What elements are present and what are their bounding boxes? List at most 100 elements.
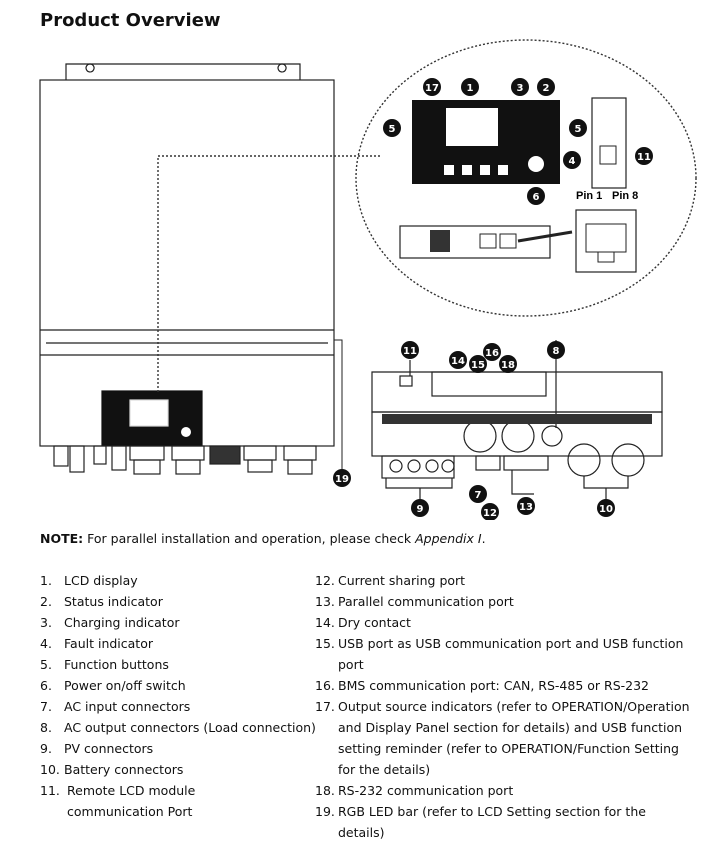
list-item-number: 6. bbox=[40, 678, 52, 693]
list-item-text: RGB LED bar (refer to LCD Setting sectio… bbox=[338, 804, 646, 840]
zoom-ellipse bbox=[355, 39, 697, 317]
control-panel-zoomed bbox=[399, 97, 637, 273]
list-item-text: Charging indicator bbox=[64, 615, 180, 630]
svg-text:17: 17 bbox=[425, 83, 439, 94]
bottom-view bbox=[371, 340, 663, 500]
page-title: Product Overview bbox=[40, 10, 221, 31]
svg-text:7: 7 bbox=[475, 490, 482, 501]
list-item-number: 15. bbox=[315, 636, 335, 651]
list-item-text: LCD display bbox=[64, 573, 138, 588]
callout-4: 4 bbox=[563, 151, 581, 169]
list-item-number: 14. bbox=[315, 615, 335, 630]
svg-text:9: 9 bbox=[417, 504, 424, 515]
note-end: . bbox=[481, 531, 486, 546]
note: NOTE: For parallel installation and oper… bbox=[40, 531, 486, 546]
list-item-text: PV connectors bbox=[64, 741, 154, 756]
list-item-text: Current sharing port bbox=[338, 573, 466, 588]
callout-7: 7 bbox=[469, 485, 487, 503]
list-item-number: 9. bbox=[40, 741, 52, 756]
list-item: 12.Current sharing port bbox=[315, 570, 695, 591]
callout-15: 15 bbox=[469, 355, 487, 373]
list-item-text: Power on/off switch bbox=[64, 678, 186, 693]
list-item: 6. Power on/off switch bbox=[40, 675, 320, 696]
callout-8: 8 bbox=[547, 341, 565, 359]
list-item-number: 1. bbox=[40, 573, 52, 588]
list-item: 13.Parallel communication port bbox=[315, 591, 695, 612]
svg-text:2: 2 bbox=[543, 83, 550, 94]
list-item-text: Dry contact bbox=[338, 615, 411, 630]
svg-text:11: 11 bbox=[637, 152, 651, 163]
svg-text:18: 18 bbox=[501, 360, 515, 371]
svg-text:15: 15 bbox=[471, 360, 485, 371]
list-item: 9. PV connectors bbox=[40, 738, 320, 759]
list-item-number: 4. bbox=[40, 636, 52, 651]
callout-9: 9 bbox=[411, 499, 429, 517]
list-item: 5. Function buttons bbox=[40, 654, 320, 675]
svg-text:4: 4 bbox=[569, 156, 576, 167]
inverter-unit bbox=[39, 63, 335, 475]
note-text: For parallel installation and operation,… bbox=[87, 531, 412, 546]
list-item-number: 10. bbox=[40, 762, 60, 777]
list-item: 1. LCD display bbox=[40, 570, 320, 591]
list-item: 14.Dry contact bbox=[315, 612, 695, 633]
list-item: 15.USB port as USB communication port an… bbox=[315, 633, 695, 675]
list-item-text: Output source indicators (refer to OPERA… bbox=[338, 699, 690, 777]
callout-14: 14 bbox=[449, 351, 467, 369]
list-item: 19.RGB LED bar (refer to LCD Setting sec… bbox=[315, 801, 695, 843]
list-item-number: 2. bbox=[40, 594, 52, 609]
legend-list-left: 1. LCD display 2. Status indicator 3. Charg… bbox=[40, 570, 320, 822]
list-item-text: Parallel communication port bbox=[338, 594, 514, 609]
callout-19: 19 bbox=[333, 469, 351, 487]
pin-label-1: Pin 1 bbox=[576, 190, 602, 202]
callout-10: 10 bbox=[597, 499, 615, 517]
svg-text:5: 5 bbox=[575, 124, 582, 135]
list-item-text: Remote LCD module communication Port bbox=[67, 783, 196, 819]
svg-text:1: 1 bbox=[467, 83, 474, 94]
svg-text:5: 5 bbox=[389, 124, 396, 135]
pin-label-8: Pin 8 bbox=[612, 190, 638, 202]
list-item-number: 18. bbox=[315, 783, 335, 798]
list-item-number: 16. bbox=[315, 678, 335, 693]
list-item-text: AC output connectors (Load connection) bbox=[64, 720, 316, 735]
svg-text:12: 12 bbox=[483, 508, 497, 519]
list-item-number: 3. bbox=[40, 615, 52, 630]
list-item-number: 12. bbox=[315, 573, 335, 588]
svg-text:11: 11 bbox=[403, 346, 417, 357]
list-item: 8.AC output connectors (Load connection) bbox=[40, 717, 320, 738]
svg-text:8: 8 bbox=[553, 346, 560, 357]
list-item-number: 5. bbox=[40, 657, 52, 672]
list-item: 18.RS-232 communication port bbox=[315, 780, 695, 801]
list-item-text: RS-232 communication port bbox=[338, 783, 514, 798]
list-item-text: Battery connectors bbox=[64, 762, 184, 777]
callout-13: 13 bbox=[517, 497, 535, 515]
callout-12: 12 bbox=[481, 503, 499, 520]
callout-11-bottom: 11 bbox=[401, 341, 419, 359]
list-item-text: Fault indicator bbox=[64, 636, 153, 651]
svg-text:13: 13 bbox=[519, 502, 533, 513]
list-item-text: Function buttons bbox=[64, 657, 169, 672]
list-item: 2. Status indicator bbox=[40, 591, 320, 612]
list-item-number: 19. bbox=[315, 804, 335, 819]
callout-6: 6 bbox=[527, 187, 545, 205]
appendix-reference: Appendix I bbox=[415, 531, 482, 546]
list-item: 16.BMS communication port: CAN, RS-485 o… bbox=[315, 675, 695, 696]
callout-17: 17 bbox=[423, 78, 441, 96]
zoom-leader bbox=[157, 155, 380, 392]
list-item: 3. Charging indicator bbox=[40, 612, 320, 633]
list-item: 17.Output source indicators (refer to OP… bbox=[315, 696, 695, 780]
list-item-text: AC input connectors bbox=[64, 699, 191, 714]
list-item: 4. Fault indicator bbox=[40, 633, 320, 654]
list-item: 7. AC input connectors bbox=[40, 696, 320, 717]
callout-5-right: 5 bbox=[569, 119, 587, 137]
callout-3: 3 bbox=[511, 78, 529, 96]
svg-text:19: 19 bbox=[335, 474, 349, 485]
svg-text:14: 14 bbox=[451, 356, 465, 367]
callout-16: 16 bbox=[483, 343, 501, 361]
list-item-text: USB port as USB communication port and U… bbox=[338, 636, 684, 672]
list-item-text: Status indicator bbox=[64, 594, 163, 609]
list-item-number: 7. bbox=[40, 699, 52, 714]
list-item-number: 11. bbox=[40, 783, 60, 798]
list-item-number: 13. bbox=[315, 594, 335, 609]
list-item: 10. Battery connectors bbox=[40, 759, 320, 780]
list-item-number: 17. bbox=[315, 699, 335, 714]
